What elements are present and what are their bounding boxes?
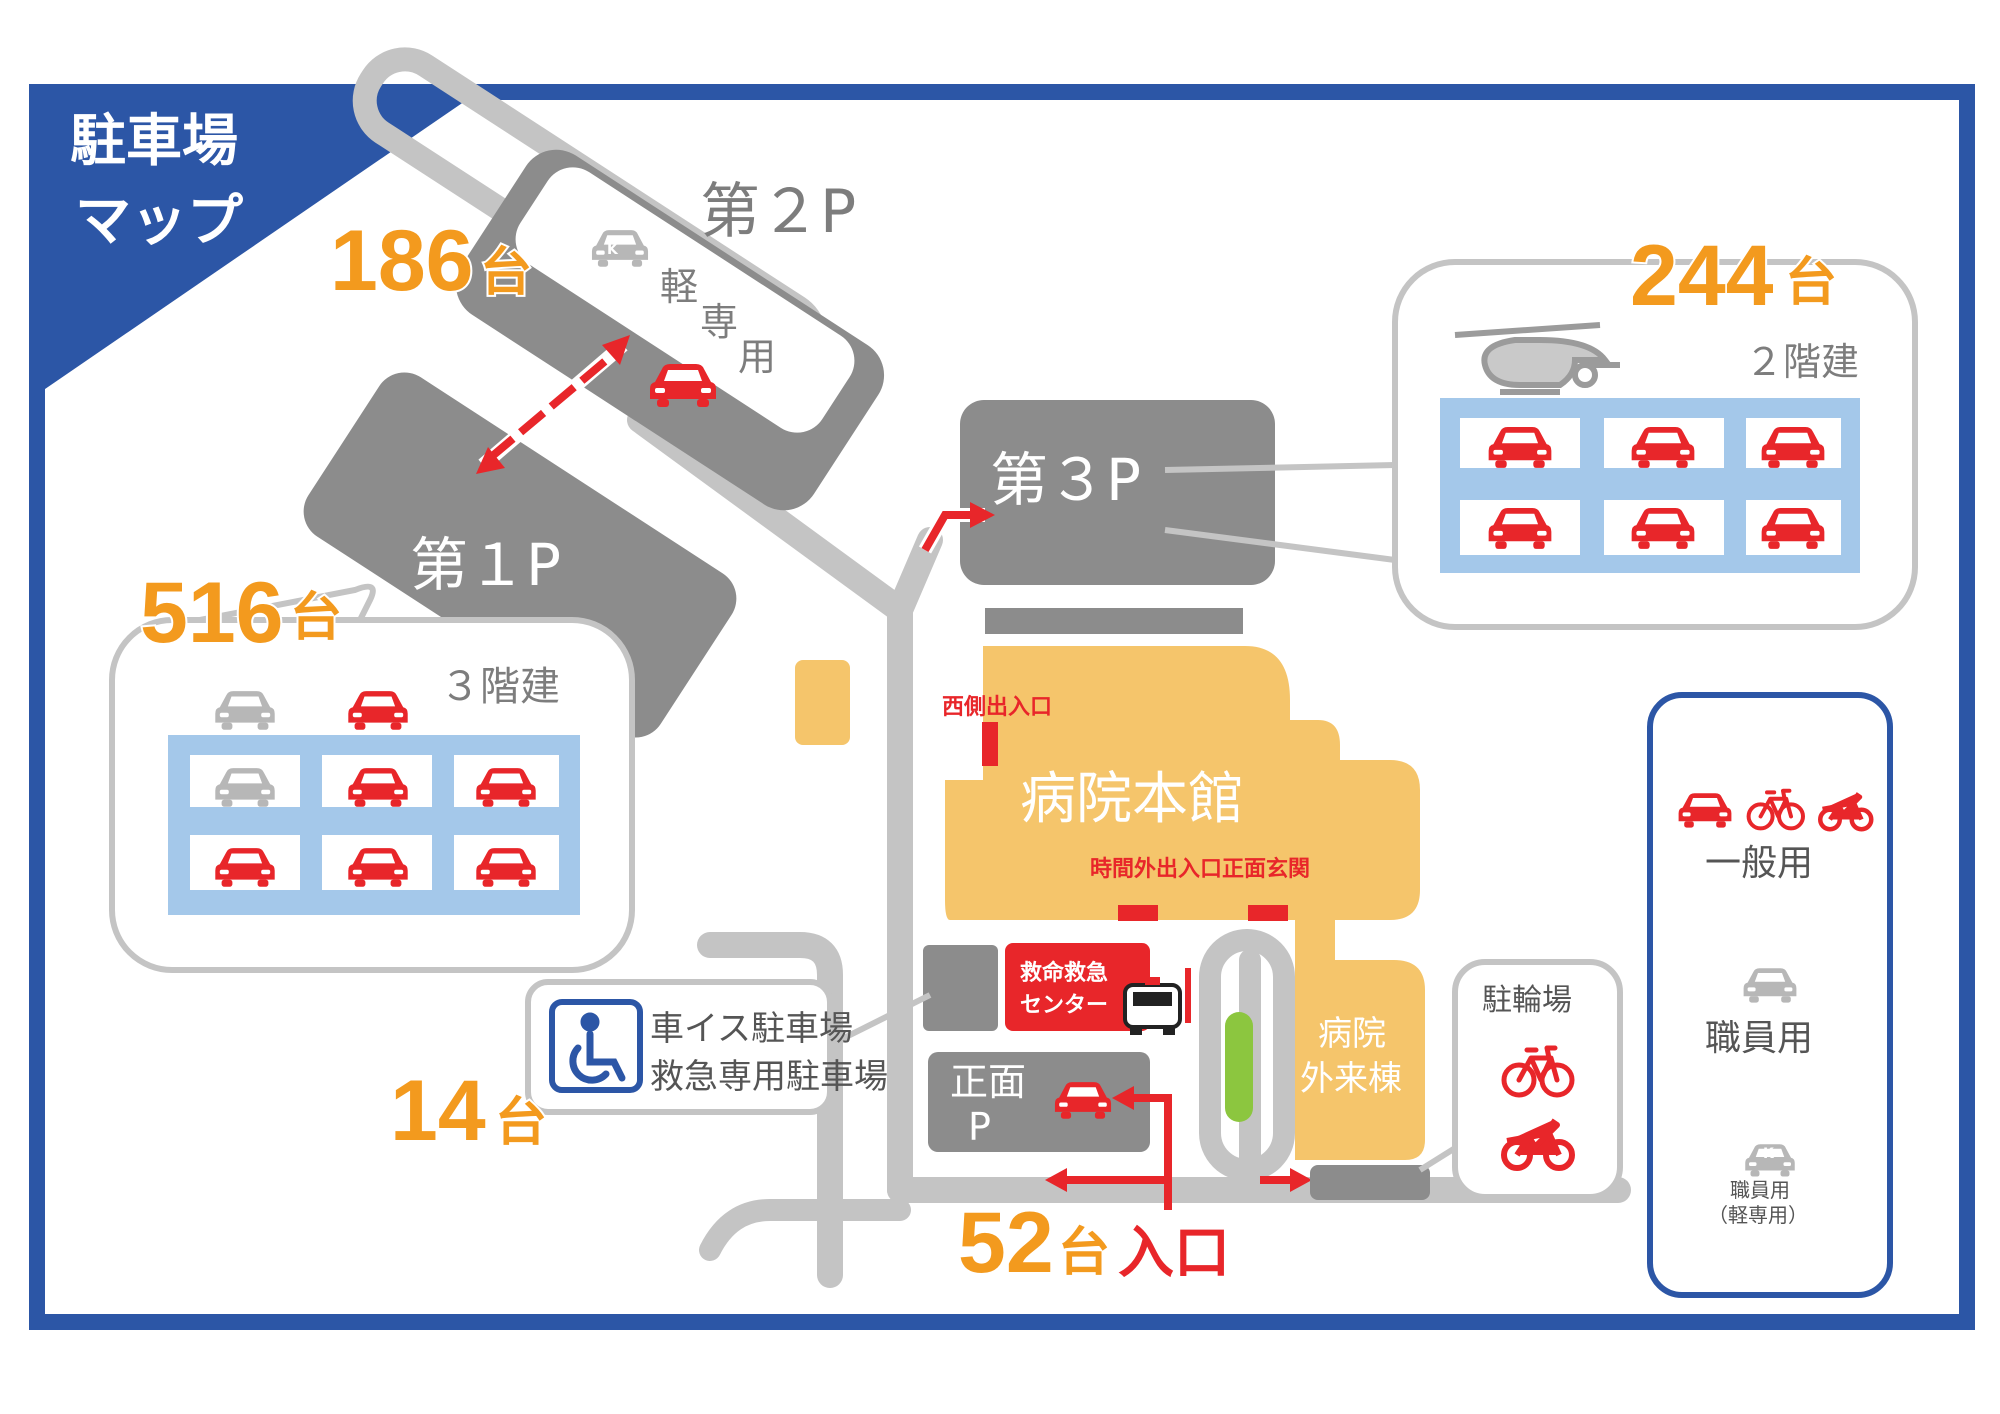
lot-front-name-line1: 正面 — [950, 1060, 1026, 1104]
outpatient-label-line2: 外来棟 — [1300, 1059, 1402, 1099]
west-entrance-marker — [982, 722, 998, 766]
helicopter-icon — [1454, 322, 1620, 395]
arrow-icon — [476, 335, 630, 474]
after-hours-entrance-label: 時間外出入口 — [1090, 856, 1222, 882]
lot-p3-floor-diagram — [1440, 398, 1860, 573]
emergency-label-line1: 救命救急 — [1020, 960, 1108, 986]
lot-p3-annex — [985, 608, 1243, 634]
legend-staff-kei-line1: 職員用 — [1730, 1178, 1790, 1202]
main-building-label: 病院本館 — [1020, 767, 1244, 832]
lot-p2-count: 186 — [330, 213, 474, 309]
svg-text:K: K — [607, 242, 619, 258]
map-title-line2: マップ — [75, 189, 243, 254]
lot-p1-count: 516 — [140, 565, 284, 661]
legend-staff: 職員用 — [1705, 1018, 1813, 1059]
lot-p2-name: 第２P — [700, 177, 856, 247]
lot-p3-count: 244 — [1630, 228, 1774, 324]
lot-p2-note-1: 軽 — [660, 265, 698, 309]
west-entrance-label: 西側出入口 — [942, 695, 1052, 720]
emergency-center[interactable] — [1005, 943, 1150, 1031]
lot-front-name-line2: P — [968, 1105, 991, 1149]
title-banner — [29, 84, 490, 400]
emergency-label-line2: センター — [1020, 993, 1108, 1018]
lot-front-count: 52 — [958, 1195, 1054, 1291]
main-building[interactable] — [945, 646, 1425, 1160]
accessible-unit: 台 — [495, 1094, 547, 1152]
green-island — [1225, 1012, 1253, 1122]
svg-text:K: K — [1763, 1146, 1775, 1162]
accessible-count: 14 — [390, 1063, 486, 1159]
lot-p1[interactable] — [292, 361, 748, 749]
lot-p1-floor-diagram — [168, 691, 580, 915]
lot-p2-note-2: 専 — [700, 300, 738, 344]
lot-p1-unit: 台 — [290, 589, 342, 647]
accessible-label-line1: 車イス駐車場 — [650, 1009, 853, 1049]
lot-p2-unit: 台 — [480, 244, 532, 302]
front-entrance-marker — [1248, 905, 1288, 921]
front-entrance-label: 正面玄関 — [1222, 856, 1310, 882]
lot-front[interactable] — [928, 1052, 1150, 1152]
accessible-label-line2: 救急専用駐車場 — [650, 1057, 888, 1097]
lot-p2[interactable] — [442, 136, 898, 524]
lot-p3[interactable] — [960, 400, 1275, 585]
accessible-parking-lot[interactable] — [923, 945, 998, 1031]
legend-staff-kei-line2: （軽専用） — [1708, 1203, 1808, 1227]
after-hours-entrance-marker — [1118, 905, 1158, 921]
annex-building — [795, 660, 850, 745]
entrance-label: 入口 — [1118, 1221, 1230, 1286]
legend-general: 一般用 — [1705, 843, 1813, 884]
lot-p1-floors: ３階建 — [440, 664, 560, 710]
arrow-icon — [1060, 1094, 1290, 1210]
lot-p1-name: 第１P — [410, 531, 561, 599]
bicycle-parking-callout — [1310, 959, 1623, 1200]
map-title-line1: 駐車場 — [70, 109, 238, 174]
lot-p3-floors: ２階建 — [1745, 340, 1859, 384]
lot-p3-unit: 台 — [1785, 254, 1837, 312]
outpatient-label-line1: 病院 — [1318, 1014, 1386, 1054]
lot-p3-name: 第３P — [990, 446, 1141, 514]
bicycle-parking-label: 駐輪場 — [1482, 983, 1572, 1018]
lot-p2-note-3: 用 — [738, 335, 776, 379]
wheelchair-icon — [569, 1012, 626, 1084]
arrow-icon — [921, 511, 975, 552]
ambulance-icon — [1123, 977, 1182, 1035]
lot-front-unit: 台 — [1058, 1224, 1110, 1282]
